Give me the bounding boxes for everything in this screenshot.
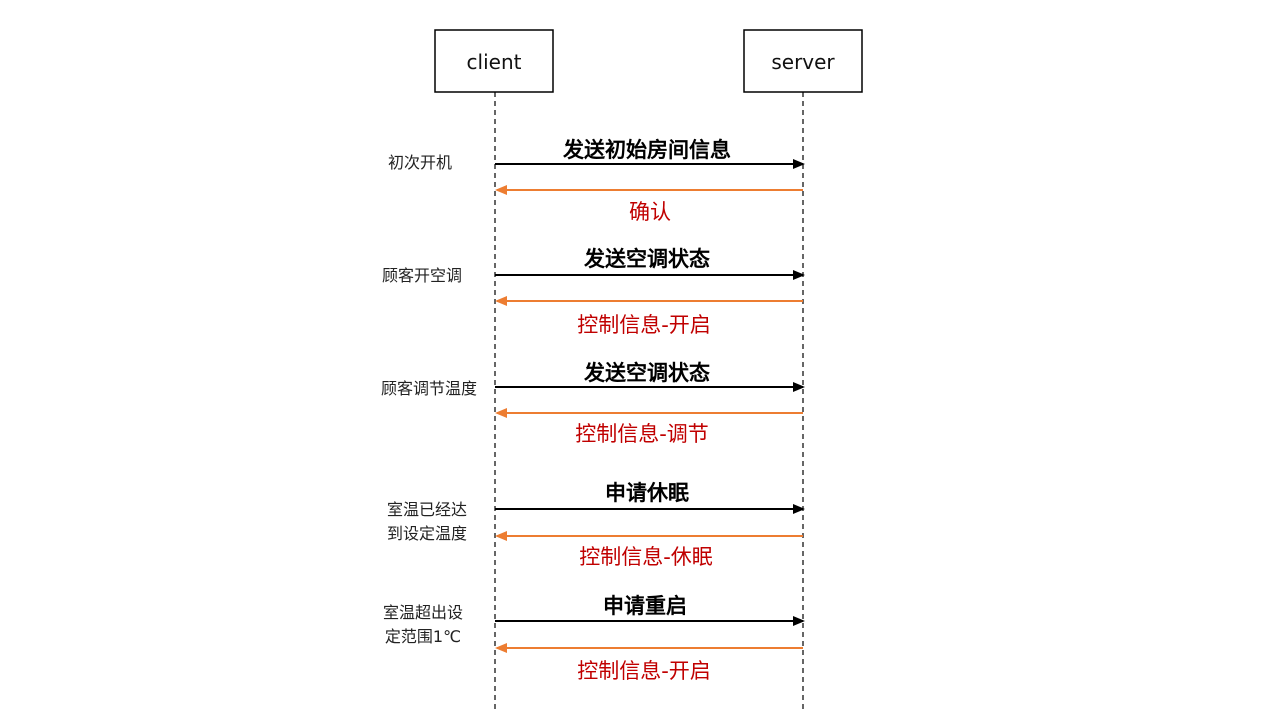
step-adjust-temperature: 顾客调节温度 发送空调状态 控制信息-调节 (381, 361, 805, 446)
step-open-ac: 顾客开空调 发送空调状态 控制信息-开启 (382, 247, 805, 337)
response-label: 控制信息-开启 (577, 659, 711, 683)
step-restart-request: 室温超出设 定范围1℃ 申请重启 控制信息-开启 (383, 594, 805, 683)
request-label: 申请重启 (603, 594, 687, 618)
participant-server: server (743, 29, 863, 93)
step-initial-boot: 初次开机 发送初始房间信息 确认 (388, 138, 805, 224)
request-label: 发送初始房间信息 (562, 138, 731, 162)
step-note: 顾客开空调 (382, 266, 462, 285)
participant-client: client (434, 29, 554, 93)
step-note-line-2: 到设定温度 (387, 524, 467, 543)
response-label: 确认 (629, 200, 671, 224)
step-note-line-1: 室温已经达 (387, 500, 467, 519)
step-note: 初次开机 (388, 153, 452, 172)
step-note-line-2: 定范围1℃ (385, 627, 461, 646)
participant-client-label: client (467, 50, 522, 74)
step-note-line-1: 室温超出设 (383, 603, 463, 622)
response-label: 控制信息-休眠 (579, 545, 713, 569)
step-note: 顾客调节温度 (381, 379, 477, 398)
request-label: 发送空调状态 (583, 361, 710, 385)
step-sleep-request: 室温已经达 到设定温度 申请休眠 控制信息-休眠 (387, 481, 805, 569)
participant-server-label: server (771, 50, 835, 74)
response-label: 控制信息-开启 (577, 313, 711, 337)
response-label: 控制信息-调节 (575, 422, 709, 446)
request-label: 申请休眠 (605, 481, 689, 505)
request-label: 发送空调状态 (583, 247, 710, 271)
